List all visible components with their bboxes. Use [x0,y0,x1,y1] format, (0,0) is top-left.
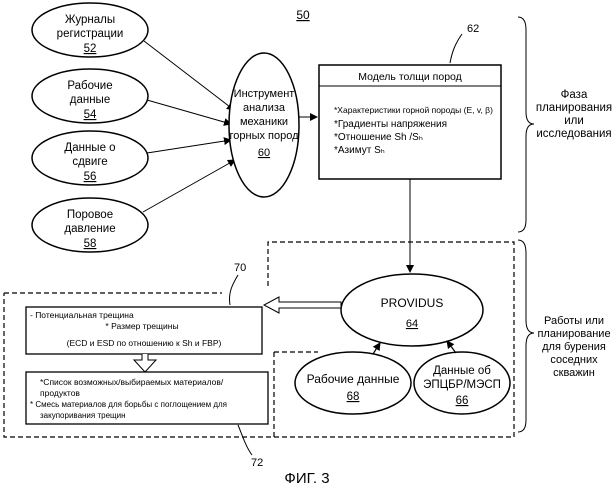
work-data-node: Рабочие данные 68 [295,352,411,414]
hollow-arrow-providus-to-crack [264,297,341,313]
ecd-data-line1: Данные об [433,365,491,377]
phase-work-line2: планирование [537,328,610,340]
input-logs: Журналы регистрации 52 [32,3,148,57]
input-logs-line1: Журналы [65,14,115,26]
input-pore-pressure-num: 58 [84,238,97,250]
figure-caption: ФИГ. 3 [284,470,329,487]
materials-line2: продуктов [40,388,80,398]
ecd-data-num: 66 [456,395,469,407]
model-item-1: *Характеристики горной породы (E, v, β) [334,105,493,115]
phase-planning-line3: или [564,115,584,127]
materials-line4: закупоривания трещин [40,411,126,420]
crack-line3: (ECD и ESD по отношению к Sh и FBP) [67,338,222,348]
input-shear-data-num: 56 [84,171,97,183]
ref-50: 50 [296,8,310,22]
input-shear-data-line1: Данные о [64,142,115,154]
phase-work-label: Работы или планирование для бурения сосе… [537,315,610,379]
ref-72: 72 [251,457,263,469]
hollow-arrow-crack-to-materials [134,354,156,372]
crack-box: - Потенциальная трещина * Размер трещины… [26,307,262,354]
ecd-data-node: Данные об ЭПЦБР/МЭСП 66 [414,352,510,414]
brace-work [518,240,534,432]
providus-num: 64 [406,318,418,330]
crack-line2: * Размер трещины [105,321,178,331]
phase-planning-line4: исследования [536,128,611,140]
rock-mechanics-tool: Инструмент анализа механики горных пород… [229,53,299,197]
ref-62: 62 [467,23,479,35]
arrow-work-data-to-providus [373,343,380,354]
ref-62-leader [450,34,462,63]
input-logs-num: 52 [84,43,97,55]
input-work-data: Рабочие данные 54 [32,69,148,123]
tool-num: 60 [258,147,270,159]
rock-model-box: Модель толщи пород *Характеристики горно… [319,65,501,179]
model-item-4: *Азимут Sₕ [334,145,385,156]
input-shear-data-line2: сдвиге [72,156,107,168]
tool-line4: горных пород [229,130,299,142]
phase-work-line4: соседних [550,354,598,366]
ref-72-leader [238,425,252,455]
materials-box: *Список возможных/выбираемых материалов/… [26,372,268,424]
model-item-2: *Градиенты напряжения [334,119,447,130]
input-pore-pressure-line1: Поровое [67,209,113,221]
tool-line1: Инструмент [234,88,295,100]
input-pore-pressure: Поровое давление 58 [32,198,148,252]
arrow-shear-to-tool [147,140,231,153]
model-title: Модель толщи пород [358,71,462,83]
phase-planning-line2: планирования [536,102,612,114]
work-data-num: 68 [347,391,360,403]
input-pore-pressure-line2: давление [64,223,115,235]
input-work-data-line1: Рабочие [67,80,112,92]
arrow-pore-to-tool [143,160,235,212]
model-item-3: *Отношение Sh /Sₕ [334,132,423,143]
ref-70: 70 [234,262,246,274]
input-work-data-num: 54 [84,109,97,121]
phase-planning-line1: Фаза [561,89,588,101]
input-work-data-line2: данные [70,94,110,106]
providus-label: PROVIDUS [381,296,444,310]
tool-line2: анализа [243,102,286,114]
brace-planning [518,17,534,232]
input-shear-data: Данные о сдвиге 56 [32,131,148,185]
materials-line1: *Список возможных/выбираемых материалов/ [40,377,224,387]
materials-line3: * Смесь материалов для борьбы с поглощен… [30,400,227,409]
crack-line1: - Потенциальная трещина [30,310,134,320]
phase-planning-label: Фаза планирования или исследования [536,89,612,140]
arrow-work-to-tool [147,100,231,124]
phase-work-line3: для бурения [542,341,606,353]
arrow-ecd-to-providus [447,341,456,353]
phase-work-line5: скважин [553,367,595,379]
arrow-logs-to-tool [144,41,234,110]
tool-line3: механики [240,116,288,128]
input-logs-line2: регистрации [57,28,124,40]
phase-work-line1: Работы или [544,315,604,327]
work-data-label: Рабочие данные [307,372,400,386]
providus-node: PROVIDUS 64 [341,274,483,346]
ecd-data-line2: ЭПЦБР/МЭСП [423,379,501,391]
ref-70-leader [229,275,238,305]
